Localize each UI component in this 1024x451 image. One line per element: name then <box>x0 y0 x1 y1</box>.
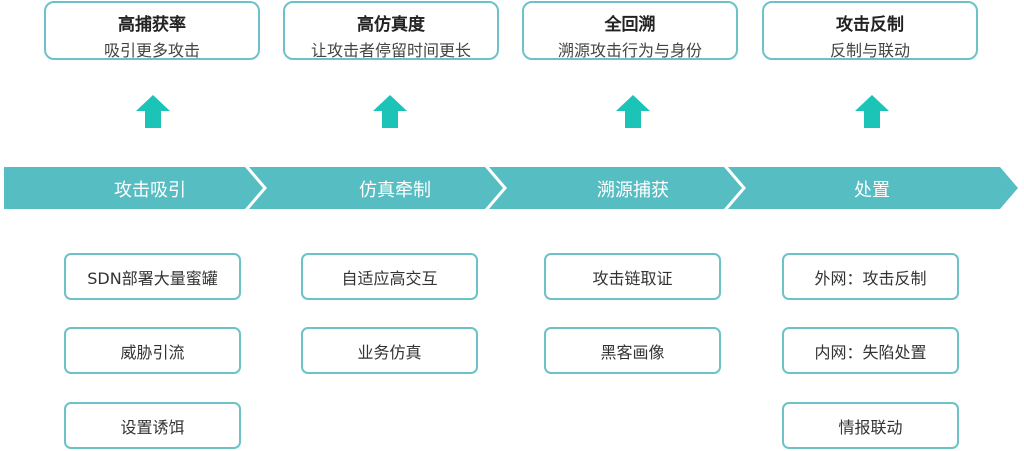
goal-title: 高捕获率 <box>118 15 186 35</box>
stage-band <box>4 167 1018 209</box>
goal-box-capture: 高捕获率 吸引更多攻击 <box>44 1 260 60</box>
stage-label: 溯源捕获 <box>597 180 669 201</box>
up-arrow-icon <box>616 95 650 128</box>
item-box: 攻击链取证 <box>544 253 721 300</box>
item-box: 业务仿真 <box>301 327 478 374</box>
item-box: 威胁引流 <box>64 327 241 374</box>
item-box: SDN部署大量蜜罐 <box>64 253 241 300</box>
up-arrow-icon <box>136 95 170 128</box>
goal-box-traceback: 全回溯 溯源攻击行为与身份 <box>522 1 738 60</box>
item-box: 自适应高交互 <box>301 253 478 300</box>
stage-label: 仿真牵制 <box>359 180 431 201</box>
item-box: 设置诱饵 <box>64 402 241 449</box>
goal-subtitle: 让攻击者停留时间更长 <box>310 41 471 60</box>
goal-title: 攻击反制 <box>836 15 904 35</box>
item-box: 情报联动 <box>782 402 959 449</box>
goal-title: 高仿真度 <box>357 15 425 35</box>
item-box: 黑客画像 <box>544 327 721 374</box>
stage-chevron <box>489 167 742 209</box>
stage-chevron <box>249 167 503 209</box>
goal-box-counter: 攻击反制 反制与联动 <box>762 1 978 60</box>
item-box: 外网：攻击反制 <box>782 253 959 300</box>
item-box: 内网：失陷处置 <box>782 327 959 374</box>
goal-box-fidelity: 高仿真度 让攻击者停留时间更长 <box>283 1 499 60</box>
goal-title: 全回溯 <box>604 15 656 35</box>
up-arrow-icon <box>855 95 889 128</box>
stage-label: 处置 <box>854 180 890 201</box>
stage-chevron <box>728 167 1018 209</box>
goal-subtitle: 反制与联动 <box>829 41 910 60</box>
up-arrow-icon <box>373 95 407 128</box>
stage-chevron <box>4 167 263 209</box>
stage-label: 攻击吸引 <box>114 180 186 201</box>
goal-subtitle: 溯源攻击行为与身份 <box>557 41 702 60</box>
goal-subtitle: 吸引更多攻击 <box>103 41 200 60</box>
